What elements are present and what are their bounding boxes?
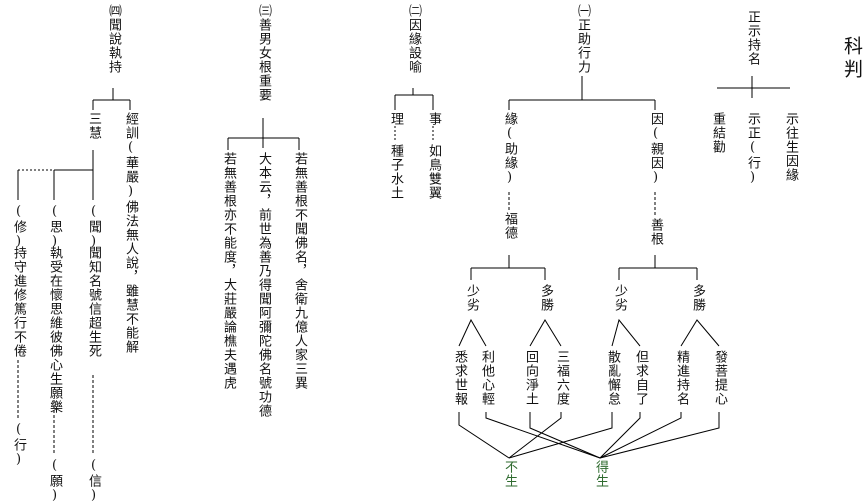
s1-condition-more-item-1: 三福六度 (554, 350, 569, 406)
s1-condition-label: 緣(助緣) (502, 112, 517, 186)
s4-xiu-tag: (修) (11, 204, 26, 250)
s0-branch-2: 示正(行) (745, 112, 760, 186)
s4-three-wisdoms: 三慧 (86, 112, 101, 140)
s1-condition-less-item-1: 利他心輕 (479, 350, 494, 406)
s1-condition-more-label: 多勝 (538, 284, 553, 312)
s4-xiu-text: 持守進修篤行不倦 (11, 246, 26, 358)
s3-heading: ㈢善男女根重要 (256, 4, 271, 102)
s2-li-text: 種子水土 (388, 144, 403, 200)
s1-cause-more-label: 多勝 (690, 284, 705, 312)
s1-cause-sub: 善根 (648, 218, 663, 246)
s4-wen-end: (信) (86, 458, 101, 504)
s0-heading: 正示持名 (745, 10, 760, 66)
s0-branch-3: 重結勸 (710, 112, 725, 154)
s3-column-2: 大本云，前世為善乃得聞阿彌陀佛名號功德 (256, 152, 271, 418)
s4-heading: ㈣聞說執持 (106, 4, 121, 74)
s0-branch-1: 示往生因緣 (783, 112, 798, 182)
s1-cause-less-item-1: 但求自了 (633, 350, 648, 406)
s4-scripture: 經訓(華嚴)佛法無人說，雖慧不能解 (123, 112, 138, 354)
s4-wen-tag: (聞) (86, 204, 101, 250)
page-title: 科判 (841, 36, 863, 82)
s1-heading: ㈠正助行力 (575, 4, 590, 74)
s2-shi-label: 事 (426, 112, 441, 126)
s1-result-born: 得生 (593, 460, 608, 488)
s3-column-1: 若無善根不聞佛名，舍衛九億人家三異 (292, 152, 307, 390)
s1-condition-more-item-2: 回向淨土 (523, 350, 538, 406)
s1-cause-less-label: 少劣 (612, 284, 627, 312)
s2-heading: ㈡因緣設喻 (406, 4, 421, 74)
s1-condition-less-item-2: 悉求世報 (452, 350, 467, 406)
s1-condition-less-label: 少劣 (464, 284, 479, 312)
s1-result-not-born: 不生 (502, 460, 517, 488)
s4-xiu-end: (行) (11, 422, 26, 468)
s1-condition-sub: 福德 (502, 212, 517, 240)
s2-li-label: 理 (388, 112, 403, 126)
s1-cause-label: 因(親因) (648, 112, 663, 186)
s1-cause-less-item-2: 散亂懈怠 (605, 350, 620, 406)
s1-cause-more-item-2: 精進持名 (674, 350, 689, 406)
s4-si-tag: (思) (47, 204, 62, 250)
s1-cause-more-item-1: 發菩提心 (712, 350, 727, 406)
s4-si-end: (願) (47, 458, 62, 504)
s3-column-3: 若無善根亦不能度，大莊嚴論樵夫遇虎 (221, 152, 236, 390)
s2-shi-text: 如鳥雙翼 (426, 144, 441, 200)
s4-wen-text: 聞知名號信超生死 (86, 246, 101, 358)
s4-si-text: 執受在懷思維彼佛心生願樂 (47, 246, 62, 414)
